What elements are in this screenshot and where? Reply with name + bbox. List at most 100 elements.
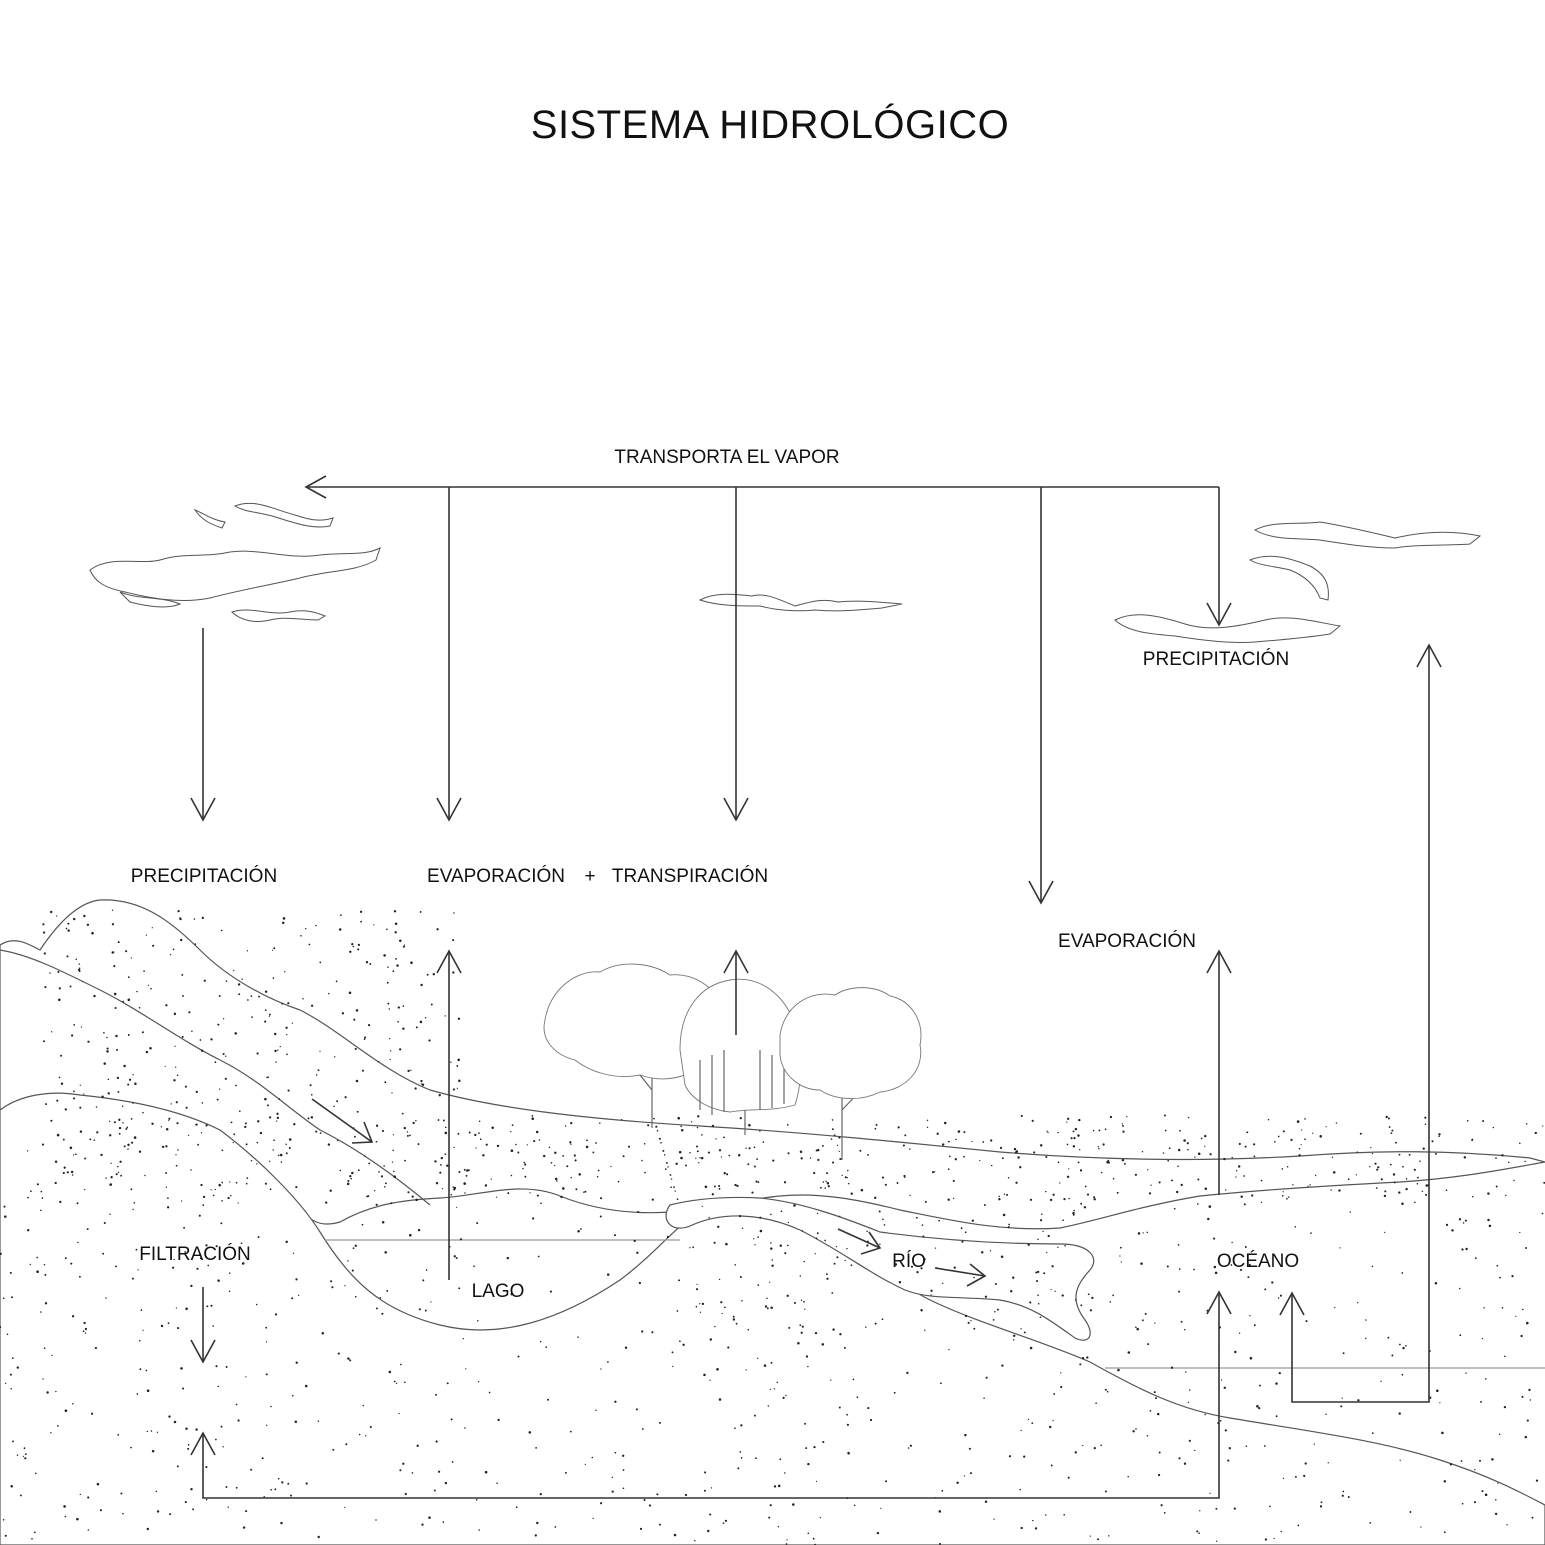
speckle-dot [72, 1315, 74, 1317]
label-lake: LAGO [472, 1281, 525, 1302]
speckle-dot [1238, 1165, 1240, 1167]
speckle-dot [507, 1192, 509, 1194]
speckle-dot [1003, 1214, 1006, 1217]
speckle-dot [456, 1065, 458, 1067]
speckle-dot [176, 1101, 178, 1103]
speckle-dot [995, 1283, 997, 1285]
speckle-dot [956, 1482, 958, 1484]
speckle-dot [938, 1220, 940, 1222]
speckle-dot [807, 1463, 809, 1465]
speckle-dot [402, 1028, 404, 1030]
speckle-dot [540, 1202, 542, 1204]
speckle-dot [281, 1481, 283, 1483]
speckle-dot [497, 1145, 499, 1147]
speckle-dot [1305, 1320, 1307, 1322]
speckle-dot [43, 1040, 45, 1042]
speckle-dot [27, 1229, 29, 1231]
speckle-dot [305, 928, 306, 929]
speckle-dot [1020, 1328, 1021, 1329]
speckle-dot [136, 1249, 138, 1251]
speckle-dot [450, 1194, 452, 1196]
speckle-dot [373, 924, 374, 925]
speckle-dot [866, 1244, 868, 1246]
speckle-dot [404, 1127, 406, 1129]
speckle-dot [990, 1139, 992, 1141]
speckle-dot [244, 1126, 246, 1128]
speckle-dot [1401, 1203, 1404, 1206]
speckle-dot [970, 1472, 972, 1474]
speckle-dot [217, 1024, 219, 1026]
speckle-dot [1426, 1184, 1429, 1187]
speckle-dot [44, 1264, 45, 1265]
speckle-dot [1264, 1445, 1266, 1447]
speckle-dot [257, 1052, 259, 1054]
speckle-dot [223, 1053, 225, 1055]
speckle-dot [180, 1367, 183, 1370]
speckle-dot [257, 1120, 259, 1122]
speckle-dot [1215, 1508, 1217, 1510]
speckle-dot [1511, 1275, 1513, 1277]
speckle-dot [217, 1099, 219, 1101]
speckle-dot [836, 1256, 838, 1258]
speckle-dot [1225, 1429, 1227, 1431]
speckle-dot [25, 1453, 27, 1455]
label-evaporation-right: EVAPORACIÓN [1058, 930, 1196, 952]
speckle-dot [1004, 1194, 1005, 1195]
speckle-dot [768, 1517, 770, 1519]
speckle-dot [396, 1383, 397, 1384]
speckle-dot [422, 1084, 424, 1086]
speckle-dot [422, 1279, 424, 1281]
speckle-dot [1506, 1524, 1507, 1525]
speckle-dot [116, 1049, 118, 1051]
speckle-dot [808, 1533, 810, 1535]
speckle-dot [1271, 1281, 1273, 1283]
speckle-dot [57, 1134, 60, 1137]
speckle-dot [202, 1102, 204, 1104]
speckle-dot [1165, 1130, 1166, 1131]
speckle-dot [296, 1362, 298, 1364]
speckle-dot [1283, 1191, 1284, 1192]
speckle-dot [452, 1461, 454, 1463]
speckle-dot [1265, 1538, 1267, 1540]
speckle-dot [353, 1247, 355, 1249]
speckle-dot [1093, 1130, 1095, 1132]
speckle-dot [376, 1204, 378, 1206]
speckle-dot [351, 1172, 354, 1175]
speckle-dot [105, 1177, 106, 1178]
speckle-dot [452, 971, 454, 973]
speckle-dot [66, 955, 68, 957]
speckle-dot [1282, 1195, 1284, 1197]
speckle-dot [787, 1295, 789, 1297]
speckle-dot [177, 1149, 179, 1151]
speckle-dot [1405, 1188, 1407, 1190]
speckle-dot [290, 1495, 292, 1497]
speckle-dot [1334, 1307, 1335, 1308]
speckle-dot [40, 1191, 42, 1193]
speckle-dot [1451, 1229, 1453, 1231]
speckle-dot [89, 1138, 91, 1140]
speckle-dot [395, 931, 397, 933]
speckle-dot [202, 917, 204, 919]
speckle-dot [308, 1117, 310, 1119]
speckle-dot [3, 1519, 5, 1521]
speckle-dot [704, 1490, 706, 1492]
speckle-dot [393, 1134, 394, 1135]
speckle-dot [507, 1257, 509, 1259]
speckle-dot [152, 927, 153, 928]
speckle-dot [1259, 1385, 1261, 1387]
speckle-dot [1444, 1480, 1446, 1482]
speckle-dot [670, 1186, 672, 1188]
speckle-dot [458, 1171, 460, 1173]
speckle-dot [446, 1164, 448, 1166]
speckle-dot [286, 1152, 288, 1154]
speckle-dot [141, 1309, 143, 1311]
speckle-dot [202, 1204, 204, 1206]
speckle-dot [113, 951, 114, 952]
speckle-dot [112, 910, 113, 911]
speckle-dot [65, 1409, 68, 1412]
speckle-dot [765, 1305, 767, 1307]
speckle-dot [1465, 1248, 1467, 1250]
speckle-dot [418, 1143, 420, 1145]
speckle-dot [592, 1151, 594, 1153]
speckle-dot [486, 1144, 488, 1146]
